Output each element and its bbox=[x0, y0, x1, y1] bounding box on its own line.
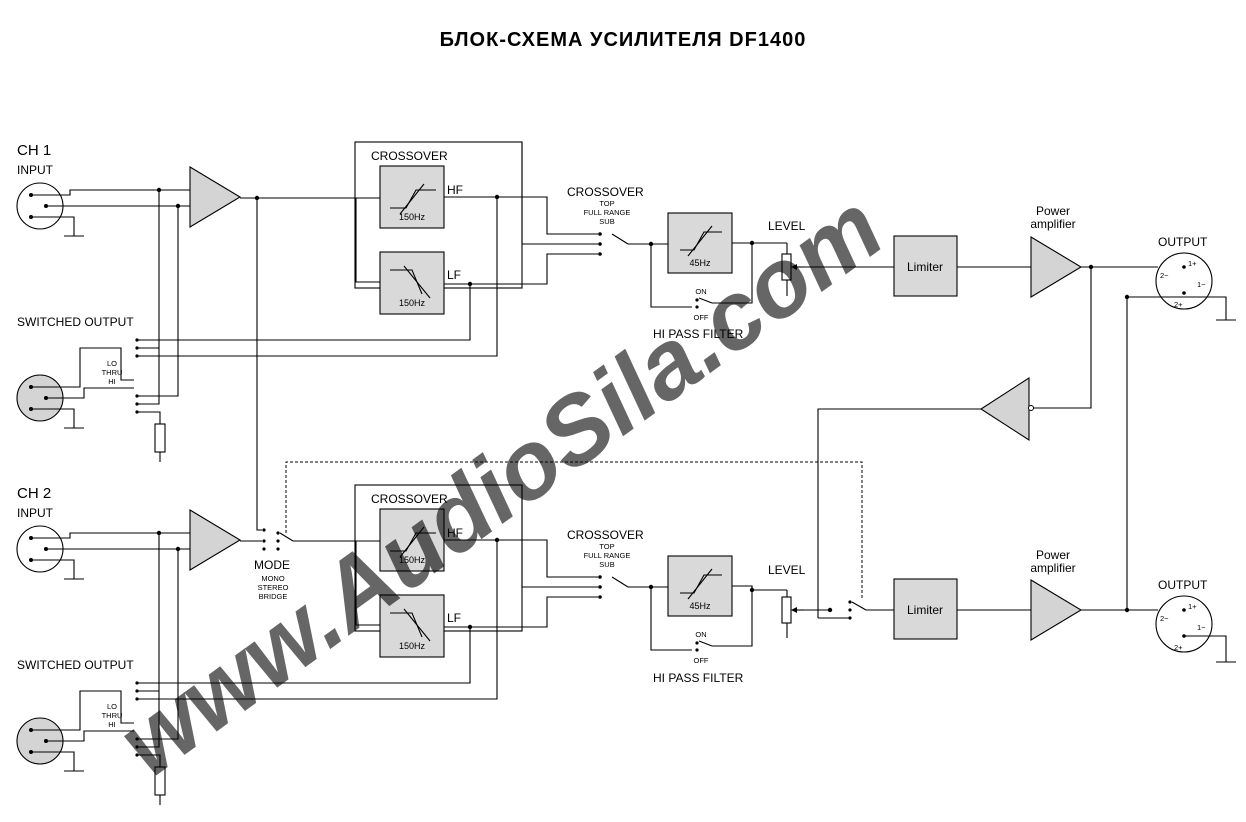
ch1-level-label: LEVEL bbox=[768, 219, 806, 233]
ch1-switched-output-label: SWITCHED OUTPUT bbox=[17, 315, 134, 329]
ch1-hf-label: HF bbox=[447, 183, 463, 197]
ch2-name: CH 2 bbox=[17, 485, 51, 502]
ch2-input-label: INPUT bbox=[17, 506, 54, 520]
ch1-hpf-block: 45Hz bbox=[667, 212, 733, 274]
ch2-mode-top: TOP bbox=[599, 542, 614, 551]
ch2-crossover-selector[interactable]: CROSSOVER TOP FULL RANGE SUB bbox=[567, 528, 644, 599]
ch1-level-pot[interactable]: LEVEL bbox=[768, 219, 806, 296]
ch1-power-amp-label-2: amplifier bbox=[1030, 217, 1075, 231]
ch2-lf-label: LF bbox=[447, 611, 461, 625]
ch1-lf-label: LF bbox=[447, 268, 461, 282]
ch1-name: CH 1 bbox=[17, 142, 51, 159]
ch1-pin-2minus: 2− bbox=[1160, 271, 1169, 280]
ch1-input-label: INPUT bbox=[17, 163, 54, 177]
ch1-limiter bbox=[893, 235, 958, 297]
ch2-limiter bbox=[893, 578, 958, 640]
ch1-load-resistor bbox=[154, 423, 166, 453]
ch1-lo-thru-hi-switch[interactable]: LO THRU HI bbox=[102, 338, 139, 414]
ch2-pos-hi: HI bbox=[108, 720, 116, 729]
ch2-hpf-label: HI PASS FILTER bbox=[653, 671, 744, 685]
ch1-lf-filter-freq: 150Hz bbox=[399, 298, 426, 308]
ch1-crossover-selector-label: CROSSOVER bbox=[567, 185, 644, 199]
bridge-inverting-amplifier bbox=[979, 376, 1030, 442]
ch2-pos-lo: LO bbox=[107, 702, 117, 711]
mode-stereo: STEREO bbox=[258, 583, 289, 592]
ch2-input-amplifier bbox=[189, 509, 242, 571]
ch2-lf-filter: 150Hz bbox=[379, 594, 445, 658]
ch2-switched-output-label: SWITCHED OUTPUT bbox=[17, 658, 134, 672]
ch2-pin-2plus: 2+ bbox=[1174, 643, 1183, 652]
ch1-mode-top: TOP bbox=[599, 199, 614, 208]
ch1-hf-filter-freq: 150Hz bbox=[399, 212, 426, 222]
ch1-hpf-label: HI PASS FILTER bbox=[653, 327, 744, 341]
mode-label: MODE bbox=[254, 558, 290, 572]
ch1-power-amplifier bbox=[1030, 236, 1083, 298]
ch1-power-amp-label-1: Power bbox=[1036, 204, 1070, 218]
ch2-hf-filter: 150Hz bbox=[379, 508, 445, 572]
ch2-hpf-freq: 45Hz bbox=[689, 601, 711, 611]
watermark: www.AudioSila.com bbox=[99, 173, 901, 797]
ch2-pin-1minus: 1− bbox=[1197, 623, 1206, 632]
ch2-pin-2minus: 2− bbox=[1160, 614, 1169, 623]
ch1-speakon-output-connector: 1+ 2− 1− 2+ bbox=[1155, 252, 1213, 310]
ch1-hpf-freq: 45Hz bbox=[689, 258, 711, 268]
ch1-crossover-box-label: CROSSOVER bbox=[371, 149, 448, 163]
mode-switch[interactable]: MODE MONO STEREO BRIDGE bbox=[254, 528, 294, 601]
channel-2: CH 2 INPUT MODE MONO STEREO BRIDGE CROSS bbox=[16, 198, 1236, 805]
ch1-output-label: OUTPUT bbox=[1158, 235, 1208, 249]
ch2-hpf-off: OFF bbox=[694, 656, 709, 665]
ch2-hf-filter-freq: 150Hz bbox=[399, 555, 426, 565]
ch1-hpf-on: ON bbox=[695, 287, 706, 296]
ch1-crossover-selector[interactable]: CROSSOVER TOP FULL RANGE SUB bbox=[567, 185, 644, 256]
ch1-mode-full-range: FULL RANGE bbox=[584, 208, 631, 217]
ch2-crossover-box-label: CROSSOVER bbox=[371, 492, 448, 506]
ch1-hf-filter: 150Hz bbox=[379, 165, 445, 229]
ch2-pin-1plus: 1+ bbox=[1188, 602, 1197, 611]
ch1-lf-filter: 150Hz bbox=[379, 251, 445, 315]
ch1-hpf-off: OFF bbox=[694, 313, 709, 322]
ch1-limiter-label: Limiter bbox=[907, 260, 943, 274]
ch2-level-pot[interactable]: LEVEL bbox=[768, 563, 806, 638]
ch2-crossover-selector-label: CROSSOVER bbox=[567, 528, 644, 542]
ch1-pos-lo: LO bbox=[107, 359, 117, 368]
ch2-output-label: OUTPUT bbox=[1158, 578, 1208, 592]
diagram-title: БЛОК-СХЕМА УСИЛИТЕЛЯ DF1400 bbox=[440, 29, 807, 51]
ch1-input-amplifier bbox=[189, 166, 242, 228]
ch2-mode-full-range: FULL RANGE bbox=[584, 551, 631, 560]
ch1-pos-thru: THRU bbox=[102, 368, 123, 377]
ch2-power-amp-label-1: Power bbox=[1036, 548, 1070, 562]
ch1-hpf-switch[interactable]: ON OFF bbox=[694, 287, 713, 322]
ch2-level-label: LEVEL bbox=[768, 563, 806, 577]
ch2-mode-sub: SUB bbox=[599, 560, 614, 569]
ch2-speakon-output-connector: 1+ 2− 1− 2+ bbox=[1155, 595, 1213, 653]
ch1-pin-2plus: 2+ bbox=[1174, 300, 1183, 309]
ch1-pin-1plus: 1+ bbox=[1188, 259, 1197, 268]
ch2-hf-label: HF bbox=[447, 526, 463, 540]
ch1-pos-hi: HI bbox=[108, 377, 116, 386]
ch2-power-amp-label-2: amplifier bbox=[1030, 561, 1075, 575]
ch2-hpf-on: ON bbox=[695, 630, 706, 639]
ch2-bridge-switch[interactable] bbox=[848, 600, 867, 620]
mode-bridge: BRIDGE bbox=[259, 592, 288, 601]
ch2-limiter-label: Limiter bbox=[907, 603, 943, 617]
mode-mono: MONO bbox=[261, 574, 284, 583]
ch2-lf-filter-freq: 150Hz bbox=[399, 641, 426, 651]
ch1-mode-sub: SUB bbox=[599, 217, 614, 226]
ch1-pin-1minus: 1− bbox=[1197, 280, 1206, 289]
ch2-hpf-block: 45Hz bbox=[667, 555, 733, 617]
ch2-hpf-switch[interactable]: ON OFF bbox=[694, 630, 713, 665]
ch2-power-amplifier bbox=[1030, 579, 1083, 641]
ch2-pos-thru: THRU bbox=[102, 711, 123, 720]
